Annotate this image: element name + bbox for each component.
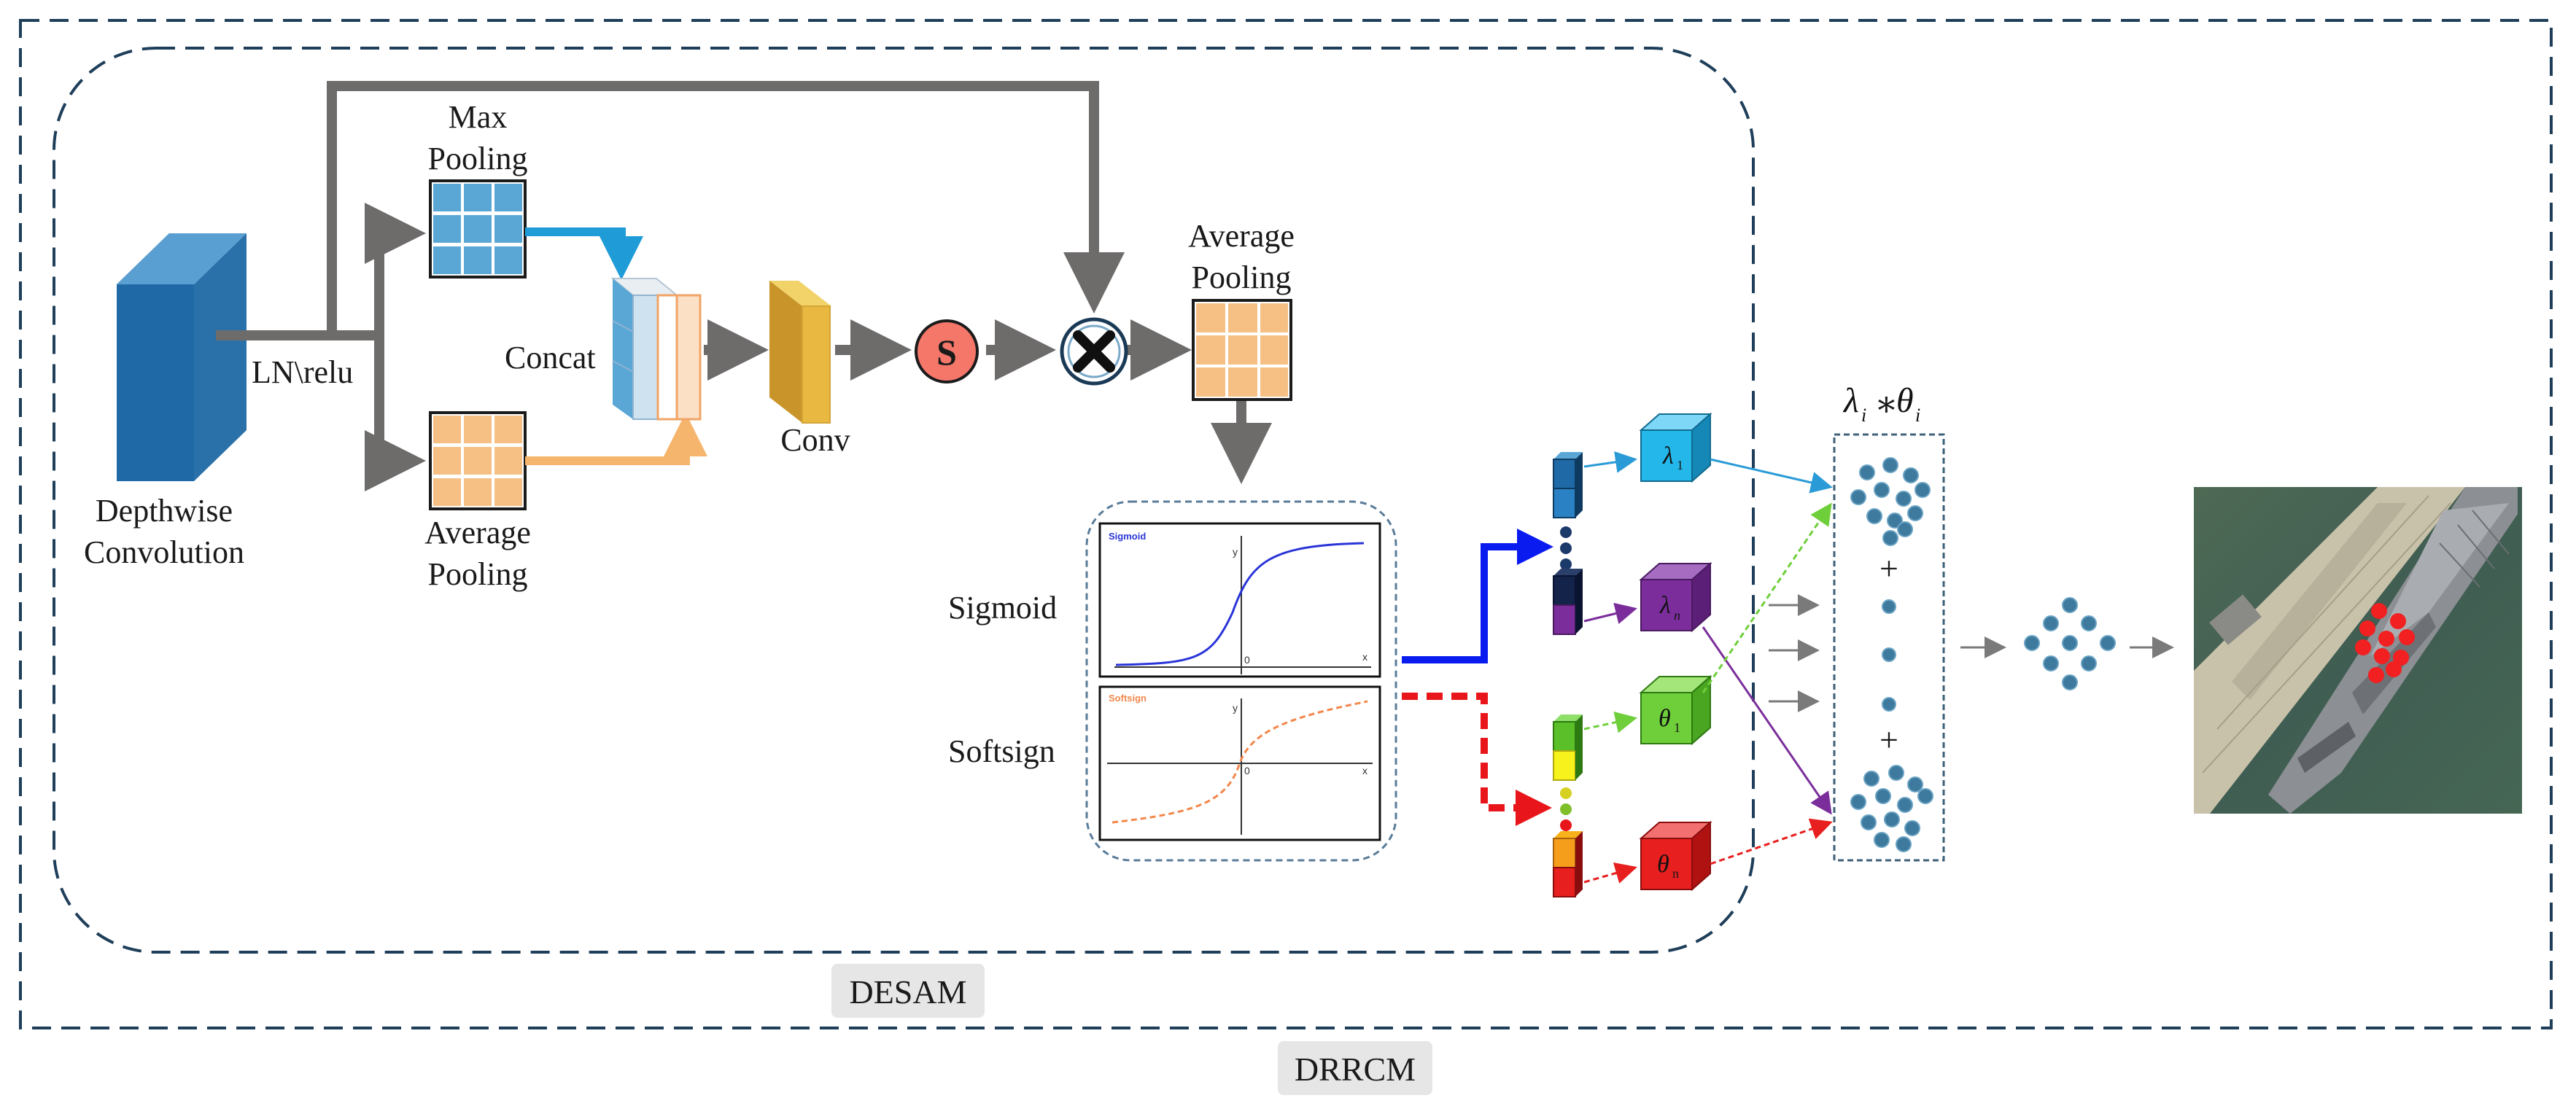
vertical-dots (1882, 599, 1896, 712)
output-dot-cluster (2024, 597, 2116, 690)
svg-text:1: 1 (1677, 458, 1683, 472)
svg-text:n: n (1674, 608, 1680, 623)
arrow-stack-lambdan (1583, 602, 1637, 624)
sigmoid-origin: 0 (1244, 654, 1250, 666)
sigmoid-output-arrow (1402, 529, 1553, 663)
lambda-1-cube: λ 1 (1639, 412, 1712, 483)
avg-pooling-label-2: Pooling (428, 556, 528, 592)
lambda-n-cube: λ n (1639, 561, 1712, 633)
sigmoid-curve-icon (1098, 522, 1381, 678)
desam-frame (53, 47, 1755, 954)
gray-input-arrows (1769, 594, 1820, 712)
avg-pooling-grid (429, 411, 527, 510)
svg-text:λ: λ (1662, 443, 1674, 470)
softsign-plot-title: Softsign (1109, 693, 1147, 704)
svg-text:n: n (1672, 866, 1679, 881)
avg-to-concat-arrow (525, 413, 707, 465)
plus-sign-2: + (1879, 721, 1898, 758)
avg-pooling-2-label-1: Average (1188, 218, 1295, 254)
depthwise-label-1: Depthwise (96, 493, 233, 529)
concat-label: Concat (505, 340, 596, 375)
stack-dots-lower (1560, 787, 1572, 831)
navy-stack (1553, 569, 1583, 635)
lambda-theta-formula: λ i ∗ θ i (1842, 381, 1920, 426)
drrcm-label-bg (1278, 1041, 1432, 1095)
green-stack (1553, 714, 1583, 781)
softsign-output-arrow (1402, 693, 1552, 826)
svg-text:θ: θ (1657, 851, 1669, 878)
avg-pooling-grid-2 (1192, 299, 1292, 401)
svg-text:i: i (1861, 405, 1866, 426)
softsign-axis-y: y (1233, 702, 1238, 714)
max-to-concat-arrow (525, 227, 643, 280)
arrow-thetan-box (1710, 818, 1833, 865)
conv-label: Conv (780, 422, 850, 458)
arrow-stack-thetan (1583, 862, 1637, 884)
theta-1-cube: θ 1 (1639, 674, 1712, 746)
softsign-origin: 0 (1244, 765, 1250, 776)
ln-relu-label: LN\relu (252, 354, 353, 390)
depthwise-label-2: Convolution (84, 534, 244, 570)
arrow-stack-theta1 (1583, 711, 1637, 733)
stack-dots-upper (1560, 526, 1572, 570)
max-pooling-grid (429, 179, 527, 279)
svg-text:1: 1 (1674, 720, 1680, 735)
conv-block (769, 281, 831, 424)
dot-cluster-top (1850, 457, 1931, 546)
svg-text:λ: λ (1842, 381, 1859, 420)
main-flow-lines (216, 81, 1272, 491)
svg-text:θ: θ (1659, 705, 1671, 732)
softsign-axis-x: x (1362, 765, 1367, 776)
plus-sign-1: + (1879, 550, 1898, 587)
drrcm-frame (19, 19, 2553, 1029)
arrow-stack-lambda1 (1583, 451, 1637, 473)
dot-cluster-bottom (1850, 765, 1933, 852)
multiply-icon (1060, 317, 1128, 386)
max-pooling-label-2: Pooling (428, 141, 528, 176)
arrow-lambda1-box (1710, 458, 1833, 494)
arrow-lambdan-box (1702, 626, 1832, 815)
svg-text:i: i (1915, 405, 1920, 426)
theta-n-cube: θ n (1639, 820, 1712, 892)
depthwise-conv-block (117, 233, 247, 481)
arrow-theta1-box (1702, 502, 1832, 693)
sigmoid-axis-x: x (1362, 651, 1367, 663)
satellite-ship-image (2194, 487, 2522, 814)
svg-text:λ: λ (1659, 592, 1671, 619)
s-label: S (936, 332, 957, 373)
concat-block (610, 278, 702, 421)
red-stack (1553, 831, 1583, 897)
sigmoid-label: Sigmoid (948, 590, 1057, 626)
desam-label: DESAM (849, 973, 966, 1010)
svg-text:∗: ∗ (1874, 385, 1898, 424)
sigmoid-axis-y: y (1233, 546, 1238, 558)
avg-pooling-label-1: Average (424, 515, 531, 550)
s-circle (915, 319, 979, 383)
ship-detection-dots (2355, 603, 2415, 683)
drrcm-label: DRRCM (1295, 1051, 1416, 1088)
desam-label-bg (831, 964, 985, 1018)
blue-stack (1553, 452, 1583, 518)
max-pooling-label-1: Max (449, 99, 508, 135)
sigmoid-plot-title: Sigmoid (1109, 531, 1146, 542)
softsign-curve-icon (1098, 685, 1381, 841)
softsign-label: Softsign (948, 733, 1055, 769)
svg-text:θ: θ (1896, 381, 1914, 420)
combination-box (1833, 433, 1945, 862)
avg-pooling-2-label-2: Pooling (1192, 260, 1292, 295)
